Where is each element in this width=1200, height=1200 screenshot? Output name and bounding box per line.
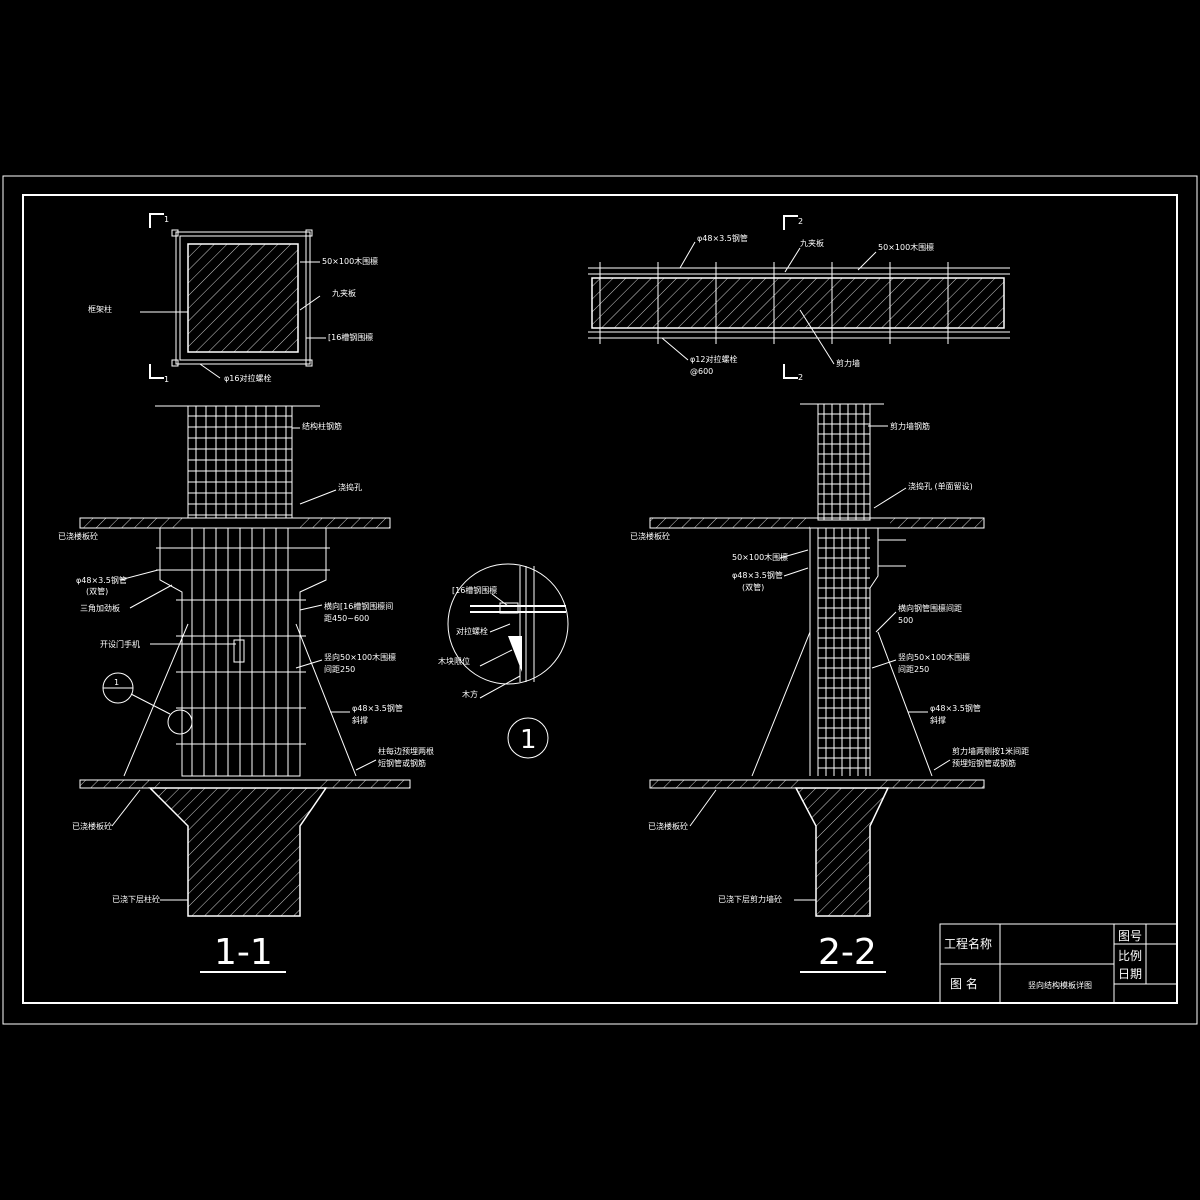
plan1-label-channel: [16槽钢围檩 — [328, 332, 373, 342]
plan2-label-pipe: φ48×3.5钢管 — [697, 233, 748, 243]
sec2-label-hpipe-1: 横向钢管围檩间距 — [898, 603, 962, 613]
sec1-formwork — [159, 528, 327, 777]
sec2-label-hpipe-2: 500 — [898, 616, 913, 625]
plan2-bolts — [599, 262, 949, 344]
plan1-label-bolt: φ16对拉螺栓 — [224, 373, 271, 383]
section-mark-top-1-number: 1 — [164, 215, 169, 224]
sec1-label-channel-2: 距450~600 — [324, 614, 369, 623]
detail-label-channel: [16槽钢围檩 — [452, 585, 497, 595]
sec1-detail-circle — [167, 709, 193, 735]
sec2-rebar — [817, 403, 871, 521]
sec2-label-brace-1: φ48×3.5钢管 — [930, 703, 981, 713]
tb-drawing-name: 竖向结构模板详图 — [1028, 980, 1092, 990]
sec2-label-brace-2: 斜撑 — [930, 715, 946, 725]
plan1-channel — [179, 235, 307, 361]
sec1-label-foot-1: 柱每边预埋两根 — [378, 746, 434, 756]
plan-2-2: 2 2 φ48×3.5钢管 九夹板 50×100木围檩 φ12对拉螺栓 @600… — [588, 215, 1010, 382]
sec1-label-door: 开设门手机 — [100, 639, 140, 649]
section-mark-top-2-number: 2 — [798, 217, 803, 226]
plan1-label-wood: 50×100木围檩 — [322, 256, 378, 266]
sec2-label-pipe2: (双管) — [742, 582, 764, 592]
sec2-label-wood: 50×100木围檩 — [732, 552, 788, 562]
sec2-formwork — [809, 528, 906, 776]
sec1-label-hole: 浇捣孔 — [338, 482, 362, 492]
sec1-label-pipe: φ48×3.5钢管 — [76, 575, 127, 585]
sec2-label-vwood-1: 竖向50×100木围檩 — [898, 652, 970, 662]
plan1-column — [187, 243, 299, 353]
sec1-label-slab-bottom: 已浇楼板砼 — [72, 821, 112, 831]
sec1-label-rebar: 结构柱钢筋 — [302, 421, 342, 431]
sec2-label-hole: 浇捣孔 (单面留设) — [908, 481, 973, 491]
sec1-label-brace-1: φ48×3.5钢管 — [352, 703, 403, 713]
plan2-label-spacing: @600 — [690, 367, 713, 376]
tb-project-label: 工程名称 — [944, 936, 992, 951]
sec1-label-channel-1: 横向[16槽钢围檩间 — [324, 601, 393, 611]
sec1-callout-number: 1 — [114, 678, 119, 687]
detail-1: [16槽钢围檩 对拉螺栓 木块限位 木方 1 — [438, 563, 569, 759]
plan1-label-column: 框架柱 — [88, 304, 112, 314]
sec2-label-slab-top: 已浇楼板砼 — [630, 531, 670, 541]
plan-1-1: 1 1 50×100木围檩 框架柱 九夹板 [16槽钢围檩 φ16对拉螺栓 — [88, 213, 378, 384]
sec1-label-brace-2: 斜撑 — [352, 715, 368, 725]
sec1-title: 1-1 — [214, 932, 273, 973]
sec2-title: 2-2 — [818, 932, 877, 973]
detail-circle — [447, 563, 569, 685]
sec1-label-triangle: 三角加劲板 — [80, 603, 120, 613]
plan2-label-ply: 九夹板 — [800, 238, 824, 248]
sec2-label-vwood-2: 间距250 — [898, 665, 929, 674]
sec1-brace-left — [123, 623, 189, 777]
sec1-door — [233, 639, 245, 663]
sec1-label-pipe2: (双管) — [86, 586, 108, 596]
sec1-brace-right — [295, 623, 357, 777]
plan2-wall — [591, 277, 1005, 329]
title-block: 工程名称 图 名 竖向结构模板详图 图号 比例 日期 — [939, 923, 1178, 1004]
detail-label-timber: 木方 — [462, 689, 478, 699]
section-mark-bottom-2-number: 2 — [798, 373, 803, 382]
sec2-label-slab-bottom: 已浇楼板砼 — [648, 821, 688, 831]
section-mark-bottom-1 — [149, 364, 164, 379]
section-mark-bottom-2 — [783, 364, 798, 379]
detail-wedge — [508, 636, 522, 672]
sec2-label-lower: 已浇下层剪力墙砼 — [718, 894, 782, 904]
plan2-label-wall: 剪力墙 — [836, 358, 860, 368]
sec1-lower-column — [148, 787, 328, 917]
plan2-label-bolt: φ12对拉螺栓 — [690, 354, 737, 364]
plan2-label-wood: 50×100木围檩 — [878, 242, 934, 252]
detail-label-bolt: 对拉螺栓 — [456, 626, 488, 636]
sec1-label-wood-1: 竖向50×100木围檩 — [324, 652, 396, 662]
sec2-lower-wall — [794, 787, 890, 917]
sec1-label-wood-2: 间距250 — [324, 665, 355, 674]
sec2-label-foot-2: 预埋短钢管或钢筋 — [952, 758, 1016, 768]
detail-number: 1 — [520, 725, 537, 755]
section-1-1: 结构柱钢筋 浇捣孔 已浇楼板砼 φ48×3.5钢管 (双管) 三角加劲板 横向[… — [58, 405, 434, 973]
section-mark-top-1 — [149, 213, 164, 228]
sec2-label-pipe: φ48×3.5钢管 — [732, 570, 783, 580]
tb-drawing-label: 图 名 — [950, 976, 978, 991]
plan1-outer-waler — [175, 231, 311, 365]
section-mark-bottom-1-number: 1 — [164, 375, 169, 384]
detail-number-circle — [507, 717, 549, 759]
sec2-brace-right — [877, 631, 933, 777]
tb-no-label: 图号 — [1118, 929, 1142, 943]
sec2-label-rebar: 剪力墙钢筋 — [890, 421, 930, 431]
section-2-2: 剪力墙钢筋 浇捣孔 (单面留设) 已浇楼板砼 50×100木围檩 φ48×3.5… — [630, 403, 1029, 973]
sec1-label-lower: 已浇下层柱砼 — [112, 894, 160, 904]
tb-date-label: 日期 — [1118, 967, 1142, 981]
detail-label-block: 木块限位 — [438, 656, 470, 666]
section-mark-top-2 — [783, 215, 798, 230]
plan1-label-ply: 九夹板 — [332, 288, 356, 298]
sec1-label-slab-top: 已浇楼板砼 — [58, 531, 98, 541]
sec1-label-foot-2: 短钢管或钢筋 — [378, 758, 426, 768]
sec2-brace-left — [751, 631, 811, 777]
tb-scale-label: 比例 — [1118, 949, 1142, 963]
sec2-label-foot-1: 剪力墙两侧按1米间距 — [952, 746, 1029, 756]
inner-frame — [22, 194, 1178, 1004]
outer-frame — [2, 175, 1198, 1025]
